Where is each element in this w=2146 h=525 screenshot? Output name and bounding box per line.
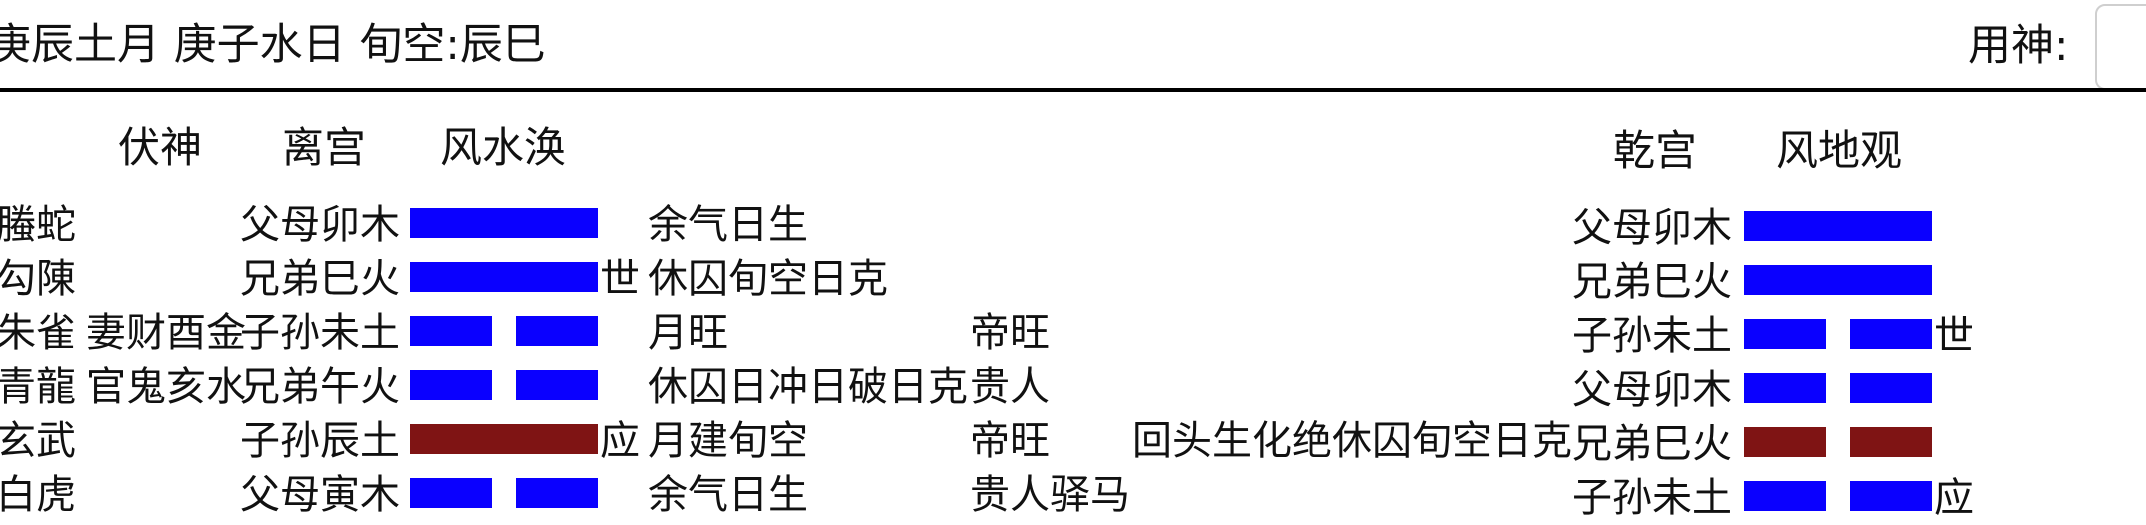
line-six-god: 螣蛇	[0, 202, 76, 248]
line-relation: 子孙辰土	[240, 418, 400, 464]
line-world-response-mark: 世	[600, 256, 640, 302]
changed-line-yin-bar-left	[1744, 481, 1826, 511]
changed-line-relation: 父母卯木	[1572, 367, 1732, 413]
line-extra-status: 帝旺	[970, 418, 1050, 464]
yongshen-label: 用神:	[1968, 21, 2069, 71]
line-status: 余气日生	[648, 472, 808, 518]
main-line-yang-bar	[410, 262, 598, 292]
fushen-column-label: 伏神	[118, 123, 203, 172]
changed-line-relation: 兄弟巳火	[1572, 259, 1732, 305]
line-relation: 父母卯木	[240, 202, 400, 248]
changed-line-yang-bar	[1744, 265, 1932, 295]
changed-line-yang-bar	[1744, 211, 1932, 241]
line-extra-status: 帝旺	[970, 310, 1050, 356]
main-line-yin-bar-right	[516, 478, 598, 508]
line-six-god: 白虎	[0, 472, 76, 518]
line-extra-status: 贵人	[970, 364, 1050, 410]
changed-line-mark: 应	[1934, 475, 1974, 521]
line-world-response-mark: 应	[600, 418, 640, 464]
line-six-god: 勾陳	[0, 256, 76, 302]
changed-line-yin-bar-right	[1850, 319, 1932, 349]
main-line-yang-bar	[410, 208, 598, 238]
changed-line-yin-bar-left	[1744, 319, 1826, 349]
line-status: 月建旬空	[648, 418, 808, 464]
main-palace-label: 离宫	[282, 123, 367, 172]
main-line-yin-bar-left	[410, 478, 492, 508]
line-relation: 兄弟巳火	[240, 256, 400, 302]
changed-line-relation: 子孙未土	[1572, 313, 1732, 359]
changed-line-yin-bar-right	[1850, 373, 1932, 403]
main-line-yin-bar-right	[516, 370, 598, 400]
changed-line-relation: 父母卯木	[1572, 205, 1732, 251]
line-status: 休囚日冲日破日克	[648, 364, 968, 410]
changed-line-yin-bar-right	[1850, 427, 1932, 457]
line-hidden-spirit: 官鬼亥水	[86, 364, 246, 410]
line-change-note: 回头生化绝休囚旬空日克	[1132, 418, 1572, 464]
main-line-yin-bar-left	[410, 370, 492, 400]
header-divider	[0, 88, 2146, 92]
changed-hexagram-name: 风地观	[1776, 126, 1903, 175]
main-line-yin-bar-right	[516, 316, 598, 346]
line-status: 月旺	[648, 310, 728, 356]
line-six-god: 青龍	[0, 364, 76, 410]
line-status: 余气日生	[648, 202, 808, 248]
line-relation: 父母寅木	[240, 472, 400, 518]
line-status: 休囚旬空日克	[648, 256, 888, 302]
main-line-yang-bar	[410, 424, 598, 454]
main-hexagram-name: 风水涣	[440, 123, 567, 172]
line-relation: 子孙未土	[240, 310, 400, 356]
line-extra-status: 贵人驿马	[970, 472, 1130, 518]
date-info-text: 庚辰土月 庚子水日 旬空:辰巳	[0, 20, 546, 70]
yongshen-input[interactable]	[2095, 4, 2146, 90]
changed-line-mark: 世	[1934, 313, 1974, 359]
line-relation: 兄弟午火	[240, 364, 400, 410]
main-line-yin-bar-left	[410, 316, 492, 346]
changed-line-yin-bar-left	[1744, 373, 1826, 403]
changed-line-yin-bar-left	[1744, 427, 1826, 457]
changed-line-relation: 子孙未土	[1572, 475, 1732, 521]
line-hidden-spirit: 妻财酉金	[86, 310, 246, 356]
changed-line-relation: 兄弟巳火	[1572, 421, 1732, 467]
line-six-god: 玄武	[0, 418, 76, 464]
line-six-god: 朱雀	[0, 310, 76, 356]
changed-palace-label: 乾宫	[1613, 126, 1698, 175]
changed-line-yin-bar-right	[1850, 481, 1932, 511]
